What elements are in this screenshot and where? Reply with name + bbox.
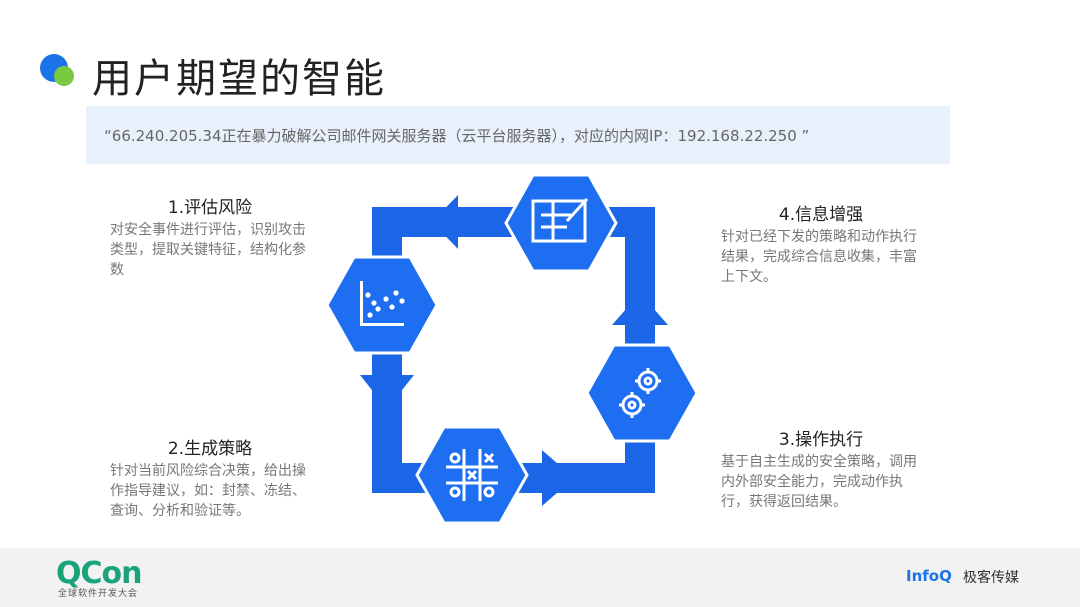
footer-bar: QCon 全球软件开发大会 InfoQ 极客传媒 [0, 548, 1080, 607]
arrow-up-icon [612, 293, 668, 325]
title-bullet-accent-icon [54, 66, 74, 86]
scatter-chart-icon [360, 281, 405, 326]
qcon-subtitle: 全球软件开发大会 [58, 589, 139, 599]
step-description: 基于自主生成的安全策略，调用内外部安全能力，完成动作执行，获得返回结果。 [721, 454, 917, 510]
step-title: 2.生成策略 [167, 439, 253, 459]
step-generate-strategy: 2.生成策略 针对当前风险综合决策，给出操作指导建议，如：封禁、冻结、查询、分析… [110, 434, 310, 521]
step-title: 4.信息增强 [778, 205, 864, 225]
step-description: 针对当前风险综合决策，给出操作指导建议，如：封禁、冻结、查询、分析和验证等。 [110, 463, 306, 519]
cycle-diagram [325, 173, 699, 525]
qcon-logo: QCon [56, 556, 142, 591]
blueprint-icon [531, 197, 589, 243]
arrow-right-icon [542, 450, 574, 506]
step-info-enhance: 4.信息增强 针对已经下发的策略和动作执行结果，完成综合信息收集，丰富上下文。 [721, 200, 921, 287]
gears-icon [619, 368, 661, 418]
arrow-down-icon [360, 375, 414, 409]
quote-text: “66.240.205.34正在暴力破解公司邮件网关服务器（云平台服务器），对应… [104, 126, 810, 145]
step-description: 对安全事件进行评估，识别攻击类型，提取关键特征，结构化参数 [110, 222, 306, 278]
step-execute: 3.操作执行 基于自主生成的安全策略，调用内外部安全能力，完成动作执行，获得返回… [721, 425, 921, 512]
step-title: 3.操作执行 [778, 430, 864, 450]
step-evaluate-risk: 1.评估风险 对安全事件进行评估，识别攻击类型，提取关键特征，结构化参数 [110, 193, 310, 280]
tic-tac-toe-icon [446, 449, 498, 501]
step-title: 1.评估风险 [167, 198, 253, 218]
hex-gears [585, 343, 699, 443]
hex-scatter [325, 255, 439, 355]
infoq-logo: InfoQ [906, 567, 952, 585]
hex-tic-tac-toe [415, 425, 529, 525]
loop-left-lower-band [372, 401, 402, 493]
arrow-left-icon [432, 195, 458, 249]
step-description: 针对已经下发的策略和动作执行结果，完成综合信息收集，丰富上下文。 [721, 229, 917, 285]
hex-blueprint [504, 173, 618, 273]
quote-box: “66.240.205.34正在暴力破解公司邮件网关服务器（云平台服务器），对应… [86, 106, 950, 164]
page-title: 用户期望的智能 [92, 56, 386, 102]
geekbang-media-label: 极客传媒 [963, 570, 1019, 586]
